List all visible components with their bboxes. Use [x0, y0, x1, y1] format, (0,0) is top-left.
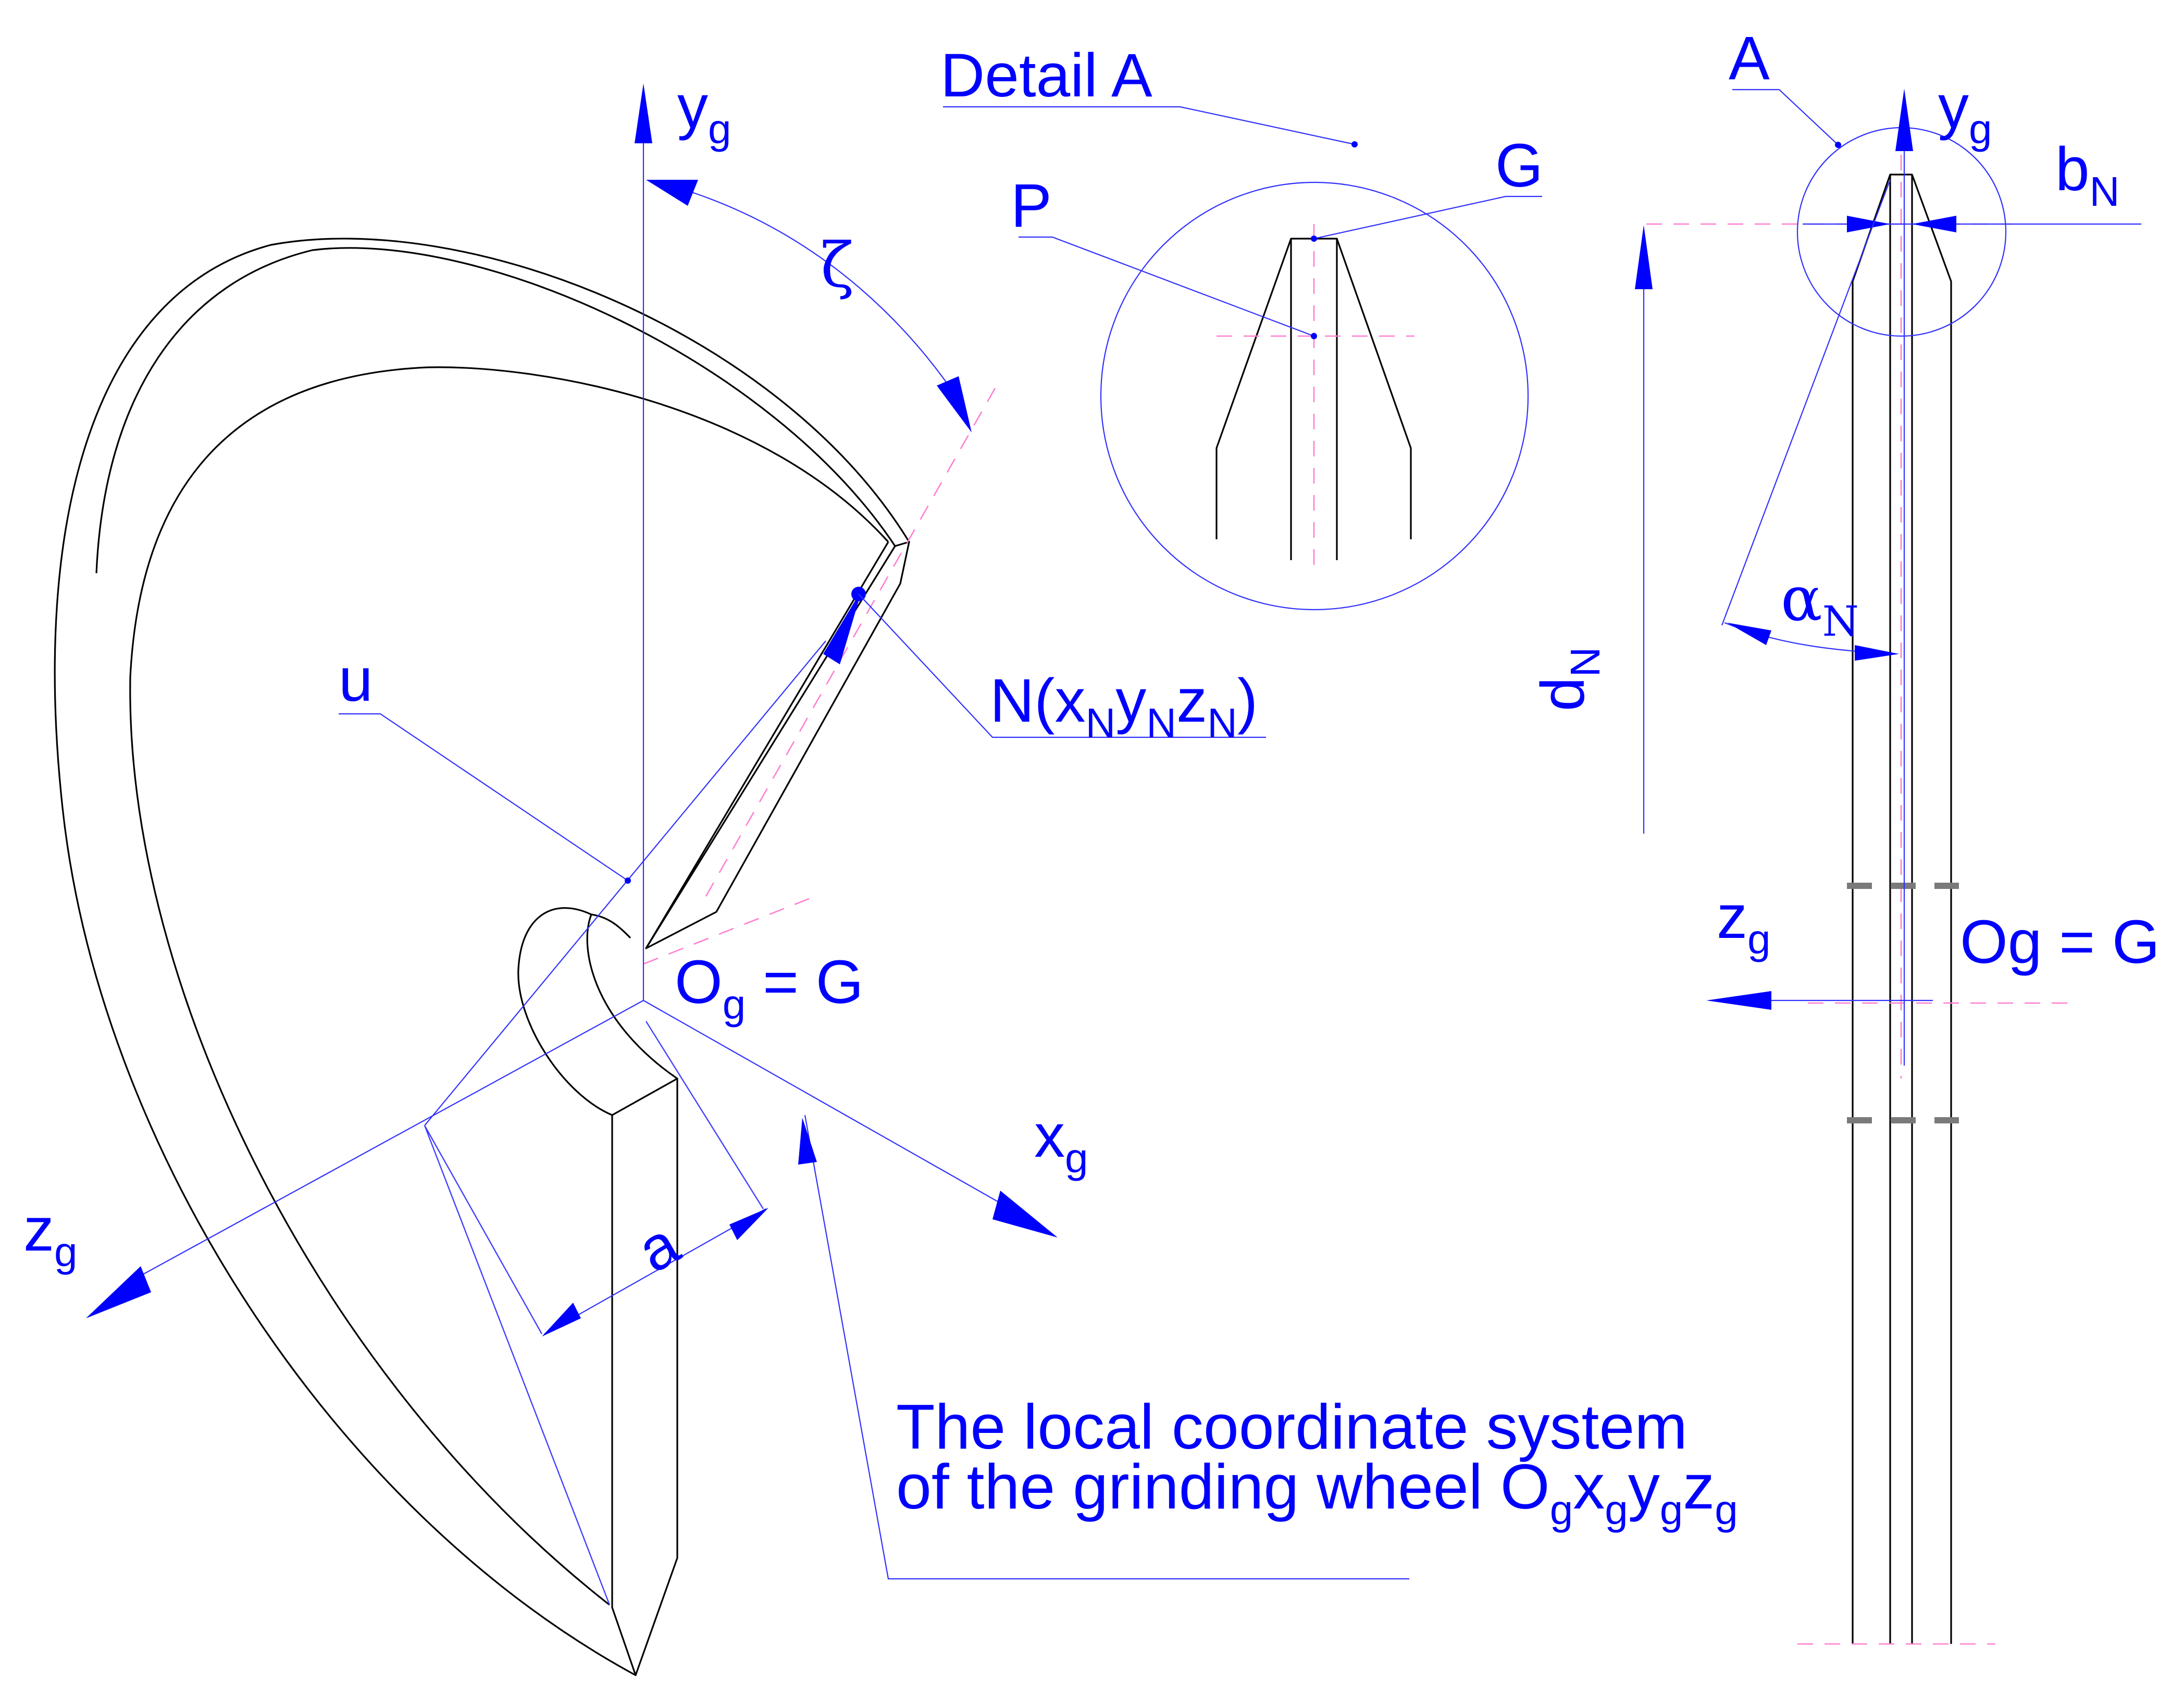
detail-a-view — [943, 106, 1542, 611]
point-n-label: N(xNyNzN) — [990, 666, 1258, 746]
d-n-arrow — [1635, 225, 1653, 289]
wheel-rim-inner-edge — [95, 247, 896, 574]
x-axis-arrow — [992, 1191, 1058, 1238]
y-axis-right-arrow — [1895, 89, 1913, 151]
point-p-label: P — [1011, 171, 1052, 240]
hidden-bore-lines — [1847, 883, 1959, 1123]
z-axis-left-label: zg — [23, 1195, 78, 1275]
wheel-lower-body — [611, 1079, 678, 1676]
wheel-tip-bevel — [645, 541, 910, 949]
a-marker-label: A — [1729, 24, 1770, 93]
dimension-a-arrow-right — [729, 1208, 768, 1240]
detail-a-circle — [1100, 181, 1529, 611]
y-axis-left-label: yg — [677, 72, 731, 152]
n-leader — [858, 593, 1266, 738]
detail-p-leader — [1019, 236, 1314, 337]
detail-p-dot — [1311, 333, 1317, 339]
caption-leader — [804, 1115, 1409, 1580]
u-direction-line — [424, 640, 826, 1126]
x-axis-line — [643, 1000, 1029, 1220]
detail-tip-inner-lines — [1290, 239, 1338, 560]
detail-a-leader — [943, 106, 1355, 145]
origin-right-label: Og = G — [1960, 908, 2160, 976]
y-axis-left-arrow — [635, 83, 652, 143]
caption-leader-arrow — [798, 1118, 817, 1165]
wheel-outer-edge — [54, 238, 910, 1676]
z-axis-left-arrow — [86, 1266, 151, 1318]
alpha-n-line — [1721, 179, 1891, 626]
side-view-inner-lines — [1889, 175, 1913, 1644]
a-marker-dot — [1835, 142, 1841, 148]
alpha-n-label: αN — [1781, 563, 1859, 646]
detail-a-label: Detail A — [940, 41, 1152, 110]
wheel-inner-edge — [129, 366, 889, 1606]
zeta-label: ζ — [821, 229, 854, 301]
b-n-label: bN — [2055, 135, 2119, 215]
caption-line-1: The local coordinate system — [896, 1391, 1687, 1462]
wheel-spoke-edge — [645, 541, 889, 949]
u-direction-arrow — [823, 589, 862, 664]
point-g-label: G — [1495, 131, 1543, 200]
u-leader-dot — [625, 877, 631, 884]
z-axis-right-arrow — [1706, 991, 1771, 1010]
y-axis-right-label: yg — [1938, 72, 1992, 152]
u-leader — [339, 713, 628, 881]
dimension-a-line — [544, 1208, 766, 1334]
wheel-hub-ellipse — [517, 907, 613, 1116]
origin-left-label: Og = G — [675, 948, 864, 1028]
wheel-centerline — [643, 388, 996, 965]
coordinate-axes-left — [86, 83, 1409, 1580]
side-view-profile — [1852, 174, 1952, 1644]
detail-g-dot — [1311, 236, 1317, 242]
d-n-label: dN — [1529, 647, 1608, 711]
b-n-arrow-right — [1912, 216, 1956, 232]
wheel-side-view — [1635, 89, 2141, 1645]
a-marker-leader — [1732, 89, 1839, 145]
caption-line-2: of the grinding wheel Ogxgygzg — [896, 1451, 1738, 1533]
x-axis-label: xg — [1034, 1102, 1088, 1181]
dimension-a-label: a — [626, 1209, 690, 1285]
detail-centerlines — [1217, 224, 1414, 573]
zeta-arrow-end — [937, 376, 972, 432]
detail-g-leader — [1313, 195, 1542, 240]
wheel-isometric-view — [54, 238, 996, 1676]
detail-a-leader-dot — [1351, 141, 1358, 147]
zeta-arrow-start — [646, 180, 698, 206]
dimension-a-arrow-left — [542, 1303, 581, 1337]
b-n-arrow-left — [1847, 216, 1890, 232]
construction-lines — [424, 1021, 764, 1605]
alpha-n-arrow-left — [1727, 623, 1771, 645]
u-label: u — [339, 646, 373, 714]
zeta-arc — [677, 187, 967, 412]
alpha-n-arrow-right — [1855, 645, 1899, 661]
z-axis-right-label: zg — [1717, 883, 1771, 962]
wheel-hub-face — [586, 913, 678, 1116]
z-axis-left-line — [119, 1000, 644, 1288]
